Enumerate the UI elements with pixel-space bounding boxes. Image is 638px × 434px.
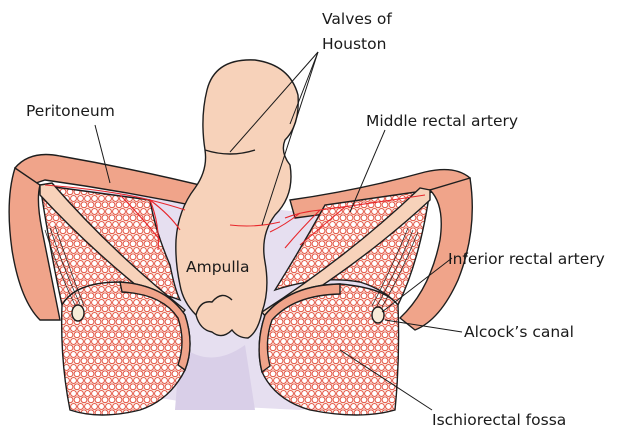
label-peritoneum: Peritoneum xyxy=(26,102,115,120)
label-inferior-rectal-artery: Inferior rectal artery xyxy=(448,250,605,268)
label-valves-of-houston-1: Valves of xyxy=(322,10,392,28)
alcocks-canal-left xyxy=(72,305,84,321)
label-alcocks-canal: Alcock’s canal xyxy=(464,323,574,341)
label-middle-rectal-artery: Middle rectal artery xyxy=(366,112,518,130)
label-ampulla: Ampulla xyxy=(186,258,249,276)
alcocks-canal-right xyxy=(372,307,384,323)
label-valves-of-houston-2: Houston xyxy=(322,35,386,53)
label-ischiorectal-fossa: Ischiorectal fossa xyxy=(432,411,566,429)
